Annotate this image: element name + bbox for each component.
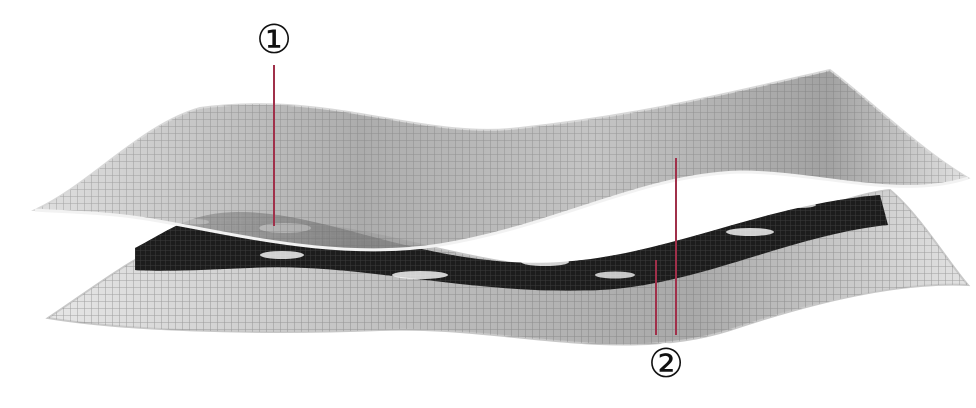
callout-2-label: ②	[648, 341, 684, 387]
callout-1-label: ①	[256, 17, 292, 63]
